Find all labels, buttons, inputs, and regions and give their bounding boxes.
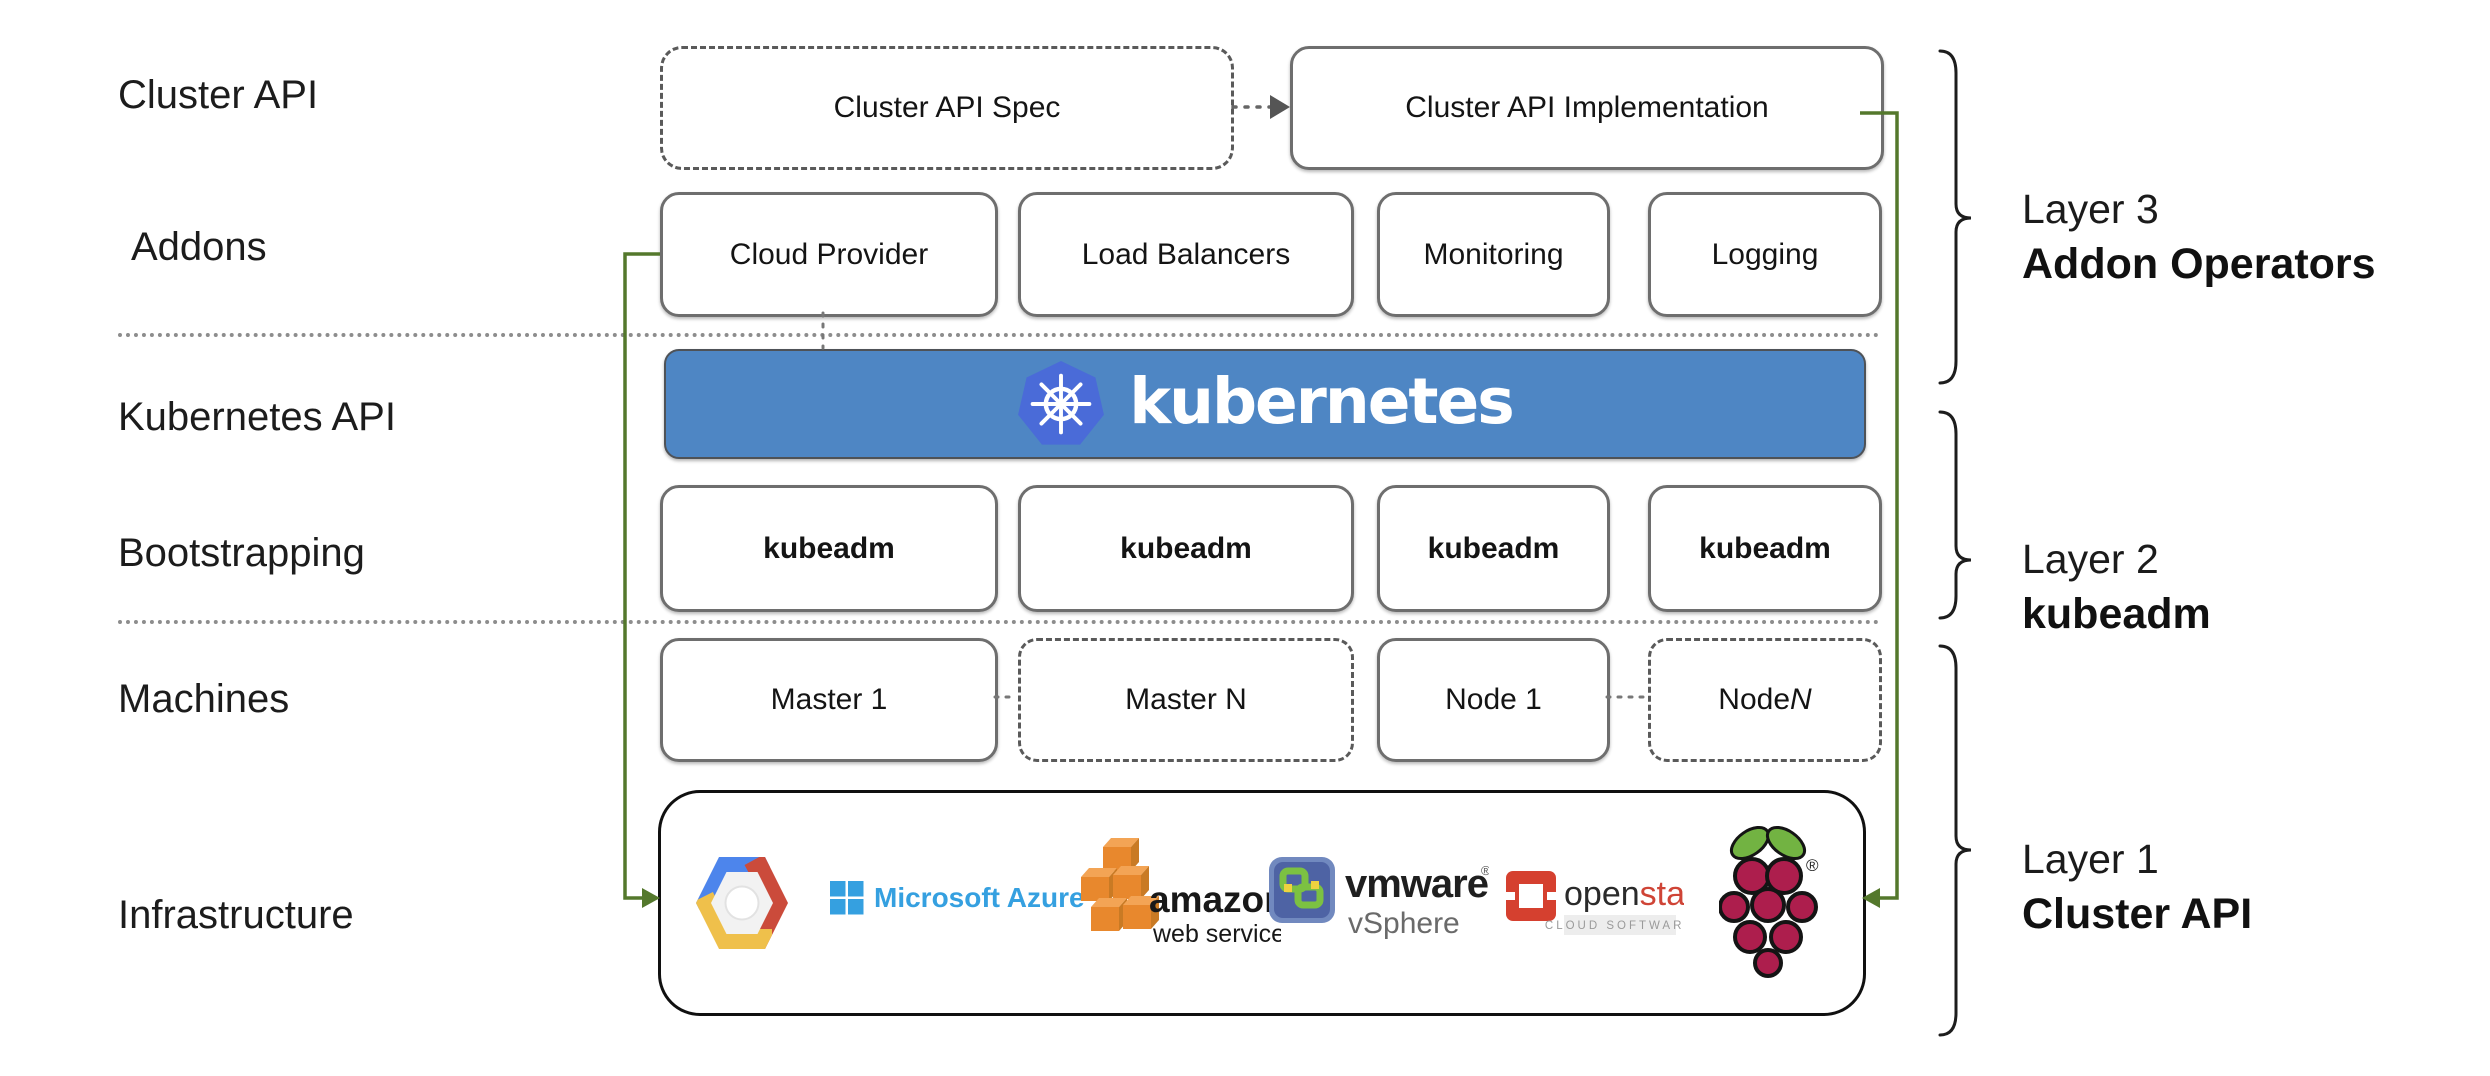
cluster-api-spec-box: Cluster API Spec xyxy=(660,46,1234,170)
node-n-label: Node xyxy=(1718,683,1791,716)
amazon-label: amazon xyxy=(1149,879,1281,920)
load-balancers-label: Load Balancers xyxy=(1081,237,1291,271)
kubernetes-wordmark: kubernetes xyxy=(1129,364,1515,438)
openstack-icon: openstack™ CLOUD SOFTWARE xyxy=(1506,871,1684,935)
microsoft-azure-logo: Microsoft Azure xyxy=(830,881,1085,915)
raspberry-pi-icon: ® xyxy=(1719,825,1819,978)
row-label-cluster-api: Cluster API xyxy=(118,73,319,117)
layer-3-name: Layer 3 xyxy=(2022,186,2159,232)
row-label-kubernetes-api: Kubernetes API xyxy=(118,395,396,439)
node-n-italic-n: N xyxy=(1790,683,1812,716)
vmware-icon: vmware ® vSphere xyxy=(1269,857,1489,940)
node-1-label: Node 1 xyxy=(1445,683,1542,716)
vmware-label: vmware xyxy=(1345,862,1488,906)
cloud-provider-to-infrastructure-connector xyxy=(623,252,660,908)
kubeadm-label: kubeadm xyxy=(763,531,895,565)
kubeadm-label: kubeadm xyxy=(1699,531,1831,565)
row-label-infrastructure: Infrastructure xyxy=(118,893,354,937)
layer-3-label-group: Layer 3 Addon Operators xyxy=(2022,182,2376,292)
machine-box-master-n: Master N xyxy=(1018,638,1354,762)
spec-to-impl-arrow xyxy=(1231,95,1290,119)
cluster-api-implementation-label: Cluster API Implementation xyxy=(1405,91,1769,124)
cloud-provider-label: Cloud Provider xyxy=(729,237,929,271)
master-1-label: Master 1 xyxy=(770,683,888,716)
master-n-label: Master N xyxy=(1125,683,1247,716)
row-label-addons: Addons xyxy=(131,225,267,269)
layer-1-name: Layer 1 xyxy=(2022,836,2159,882)
cluster-api-implementation-box: Cluster API Implementation xyxy=(1290,46,1884,170)
layer-3-sub: Addon Operators xyxy=(2022,240,2376,288)
vsphere-label: vSphere xyxy=(1348,907,1460,940)
dotted-separator-top xyxy=(118,333,1880,337)
layer-1-brace xyxy=(1938,644,1972,1037)
layer-2-brace xyxy=(1938,410,1972,620)
layer-2-sub: kubeadm xyxy=(2022,590,2211,638)
kubeadm-label: kubeadm xyxy=(1427,531,1560,565)
azure-windows-icon xyxy=(830,881,864,915)
monitoring-label: Monitoring xyxy=(1423,237,1564,271)
kubeadm-box-1: kubeadm xyxy=(660,485,998,612)
addon-box-logging: Logging xyxy=(1648,192,1882,317)
vmware-registered-mark: ® xyxy=(1481,863,1489,878)
google-cloud-icon xyxy=(696,857,788,949)
layer-2-label-group: Layer 2 kubeadm xyxy=(2022,532,2211,642)
raspberry-registered-mark: ® xyxy=(1806,856,1819,875)
cluster-api-spec-label: Cluster API Spec xyxy=(833,91,1061,124)
kubeadm-box-3: kubeadm xyxy=(1377,485,1610,612)
layer-1-label-group: Layer 1 Cluster API xyxy=(2022,832,2252,942)
kubernetes-wheel-icon xyxy=(1018,360,1105,445)
kubeadm-box-2: kubeadm xyxy=(1018,485,1354,612)
logging-label: Logging xyxy=(1711,237,1819,271)
dotted-separator-bottom xyxy=(118,620,1880,624)
addon-box-cloud-provider: Cloud Provider xyxy=(660,192,998,317)
kubernetes-banner: kubernetes xyxy=(664,349,1866,459)
layer-1-sub: Cluster API xyxy=(2022,890,2253,938)
svg-text:openstack™: openstack™ xyxy=(1564,875,1684,913)
layer-3-brace xyxy=(1938,49,1972,385)
row-label-machines: Machines xyxy=(118,677,290,721)
kubeadm-box-4: kubeadm xyxy=(1648,485,1882,612)
web-services-label: web services xyxy=(1152,920,1281,948)
openstack-subtitle-label: CLOUD SOFTWARE xyxy=(1545,920,1684,932)
aws-cubes-icon: amazon web services xyxy=(1081,838,1281,948)
infrastructure-box: Microsoft Azure amazon web services xyxy=(658,790,1866,1016)
layer-2-name: Layer 2 xyxy=(2022,536,2159,582)
row-label-bootstrapping: Bootstrapping xyxy=(118,531,365,575)
openstack-stack-label: stack xyxy=(1640,875,1684,913)
addon-box-load-balancers: Load Balancers xyxy=(1018,192,1354,317)
machine-box-master-1: Master 1 xyxy=(660,638,998,762)
machine-box-node-n: Node N xyxy=(1648,638,1882,762)
addon-box-monitoring: Monitoring xyxy=(1377,192,1610,317)
kubeadm-label: kubeadm xyxy=(1120,531,1252,565)
machine-box-node-1: Node 1 xyxy=(1377,638,1610,762)
openstack-open-label: open xyxy=(1564,875,1640,913)
microsoft-azure-label: Microsoft Azure xyxy=(874,882,1085,913)
